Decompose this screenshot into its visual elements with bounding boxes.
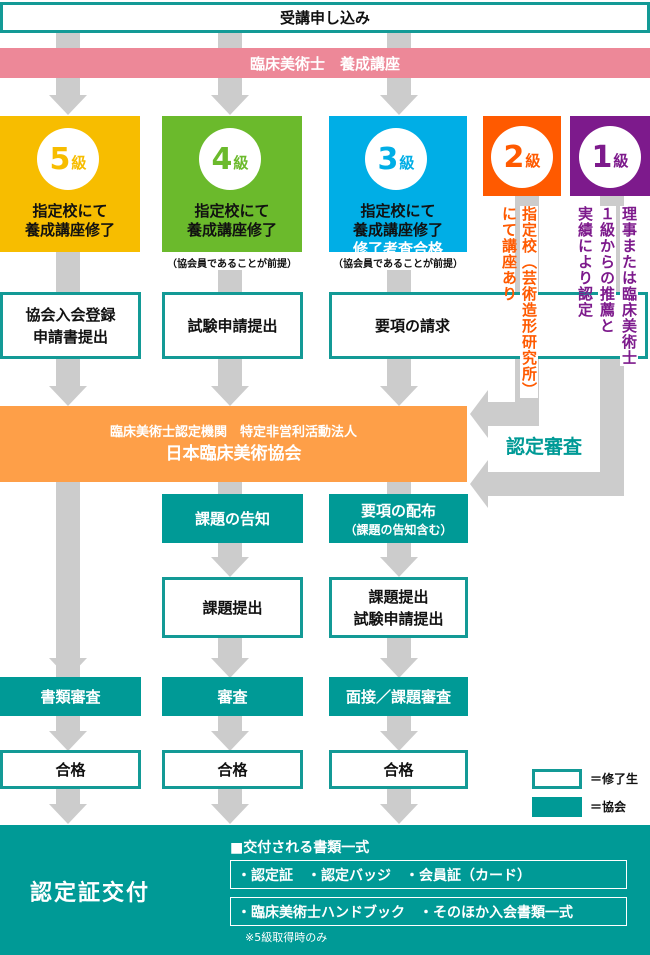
legend-association-swatch — [532, 797, 582, 817]
arrow-down-icon — [211, 95, 249, 115]
course-label: 臨床美術士 養成講座 — [249, 54, 400, 73]
arrow-shaft — [387, 716, 411, 732]
step-request-guidelines-g3: 要項の請求 — [329, 292, 648, 359]
arrow-left-icon — [470, 390, 488, 438]
association-name: 日本臨床美術協会 — [165, 444, 302, 464]
step-review-g4: 審査 — [162, 677, 303, 716]
arrow-down-icon — [211, 804, 249, 824]
arrow-down-icon — [49, 658, 87, 678]
arrow-shaft — [56, 482, 80, 678]
legend-graduate-swatch — [532, 769, 582, 789]
arrow-shaft — [387, 638, 411, 658]
arrow-shaft — [218, 359, 242, 386]
certification-review-label: 認定審査 — [489, 430, 599, 460]
grade-1-text-col1: 理事または臨床美術士 — [620, 206, 638, 366]
step-register-g5: 協会入会登録申請書提出 — [0, 292, 141, 359]
apply-label: 受講申し込み — [279, 8, 370, 27]
arrow-down-icon — [49, 804, 87, 824]
arrow-shaft — [218, 543, 242, 558]
legend-graduate-label: ＝修了生 — [590, 772, 639, 786]
arrow-down-icon — [211, 731, 249, 751]
grade-5-desc: 指定校にて 養成講座修了 — [24, 202, 115, 239]
arrow-shaft — [218, 638, 242, 658]
arrow-shaft — [387, 359, 411, 386]
arrow-shaft — [218, 270, 242, 292]
arrow-down-icon — [380, 804, 418, 824]
arrow-shaft — [387, 482, 411, 496]
step-notice-g4: 課題の告知 — [162, 494, 303, 543]
arrow-down-icon — [211, 658, 249, 678]
step-submit-g4: 課題提出 — [162, 577, 303, 638]
step-review-g5: 書類審査 — [0, 677, 141, 716]
step-exam-apply-g4: 試験申請提出 — [162, 292, 303, 359]
arrow-down-icon — [211, 386, 249, 406]
step-review-g3: 面接／課題審査 — [329, 677, 468, 716]
step-pass-g3: 合格 — [329, 750, 468, 789]
docs-footnote: ※5級取得時のみ — [245, 931, 328, 944]
arrow-shaft — [218, 789, 242, 805]
arrow-shaft — [56, 252, 80, 292]
arrow-down-icon — [380, 386, 418, 406]
arrow-shaft — [56, 716, 80, 732]
step-distribute-g3: 要項の配布（課題の告知含む） — [329, 494, 468, 543]
arrow-shaft — [218, 716, 242, 732]
grade-1-path — [488, 472, 624, 496]
arrow-left-icon — [470, 460, 488, 508]
grade-2-text-col2: にて講座あり — [500, 206, 518, 302]
docs-row-2: ・臨床美術士ハンドブック ・そのほか入会書類一式 — [230, 897, 627, 926]
step-pass-g4: 合格 — [162, 750, 303, 789]
arrow-down-icon — [380, 658, 418, 678]
step-pass-g5: 合格 — [0, 750, 141, 789]
certificate-title: 認定証交付 — [30, 881, 151, 906]
arrow-down-icon — [211, 557, 249, 577]
legend-association-label: ＝協会 — [590, 800, 627, 814]
arrow-shaft — [56, 789, 80, 805]
grade-4-desc: 指定校にて 養成講座修了 — [186, 202, 277, 239]
step-submit-g3: 課題提出試験申請提出 — [329, 577, 468, 638]
course-band: 臨床美術士 養成講座 — [0, 48, 650, 78]
certificate-box: 認定証交付 ■交付される書類一式 ・認定証 ・認定バッジ ・会員証（カード） ・… — [0, 825, 650, 955]
arrow-down-icon — [49, 731, 87, 751]
arrow-shaft — [56, 359, 80, 386]
arrow-shaft — [387, 270, 411, 292]
grade-3-desc: 指定校にて 養成講座修了 修了考査合格 — [352, 202, 443, 258]
arrow-down-icon — [380, 95, 418, 115]
grade-3-note: （協会員であることが前提） — [333, 259, 463, 270]
docs-row-1: ・認定証 ・認定バッジ ・会員証（カード） — [230, 860, 627, 889]
arrow-shaft — [387, 543, 411, 558]
grade-1-text-col3: 実績により認定 — [576, 206, 594, 318]
grade-4-note: （協会員であることが前提） — [167, 259, 297, 270]
grade-2-text-col1: 指定校（芸術造形研究所） — [520, 206, 538, 398]
arrow-down-icon — [380, 731, 418, 751]
docs-heading: ■交付される書類一式 — [230, 840, 370, 856]
arrow-down-icon — [49, 95, 87, 115]
grade-2-path — [488, 402, 539, 426]
apply-box: 受講申し込み — [0, 2, 650, 33]
arrow-shaft — [218, 482, 242, 496]
grade-1-text-col2: １級からの推薦と — [598, 206, 616, 334]
association-box: 臨床美術士認定機関 特定非営利活動法人 日本臨床美術協会 — [0, 406, 467, 482]
association-subtitle: 臨床美術士認定機関 特定非営利活動法人 — [109, 425, 357, 440]
arrow-down-icon — [380, 557, 418, 577]
arrow-shaft — [387, 789, 411, 805]
arrow-down-icon — [49, 386, 87, 406]
